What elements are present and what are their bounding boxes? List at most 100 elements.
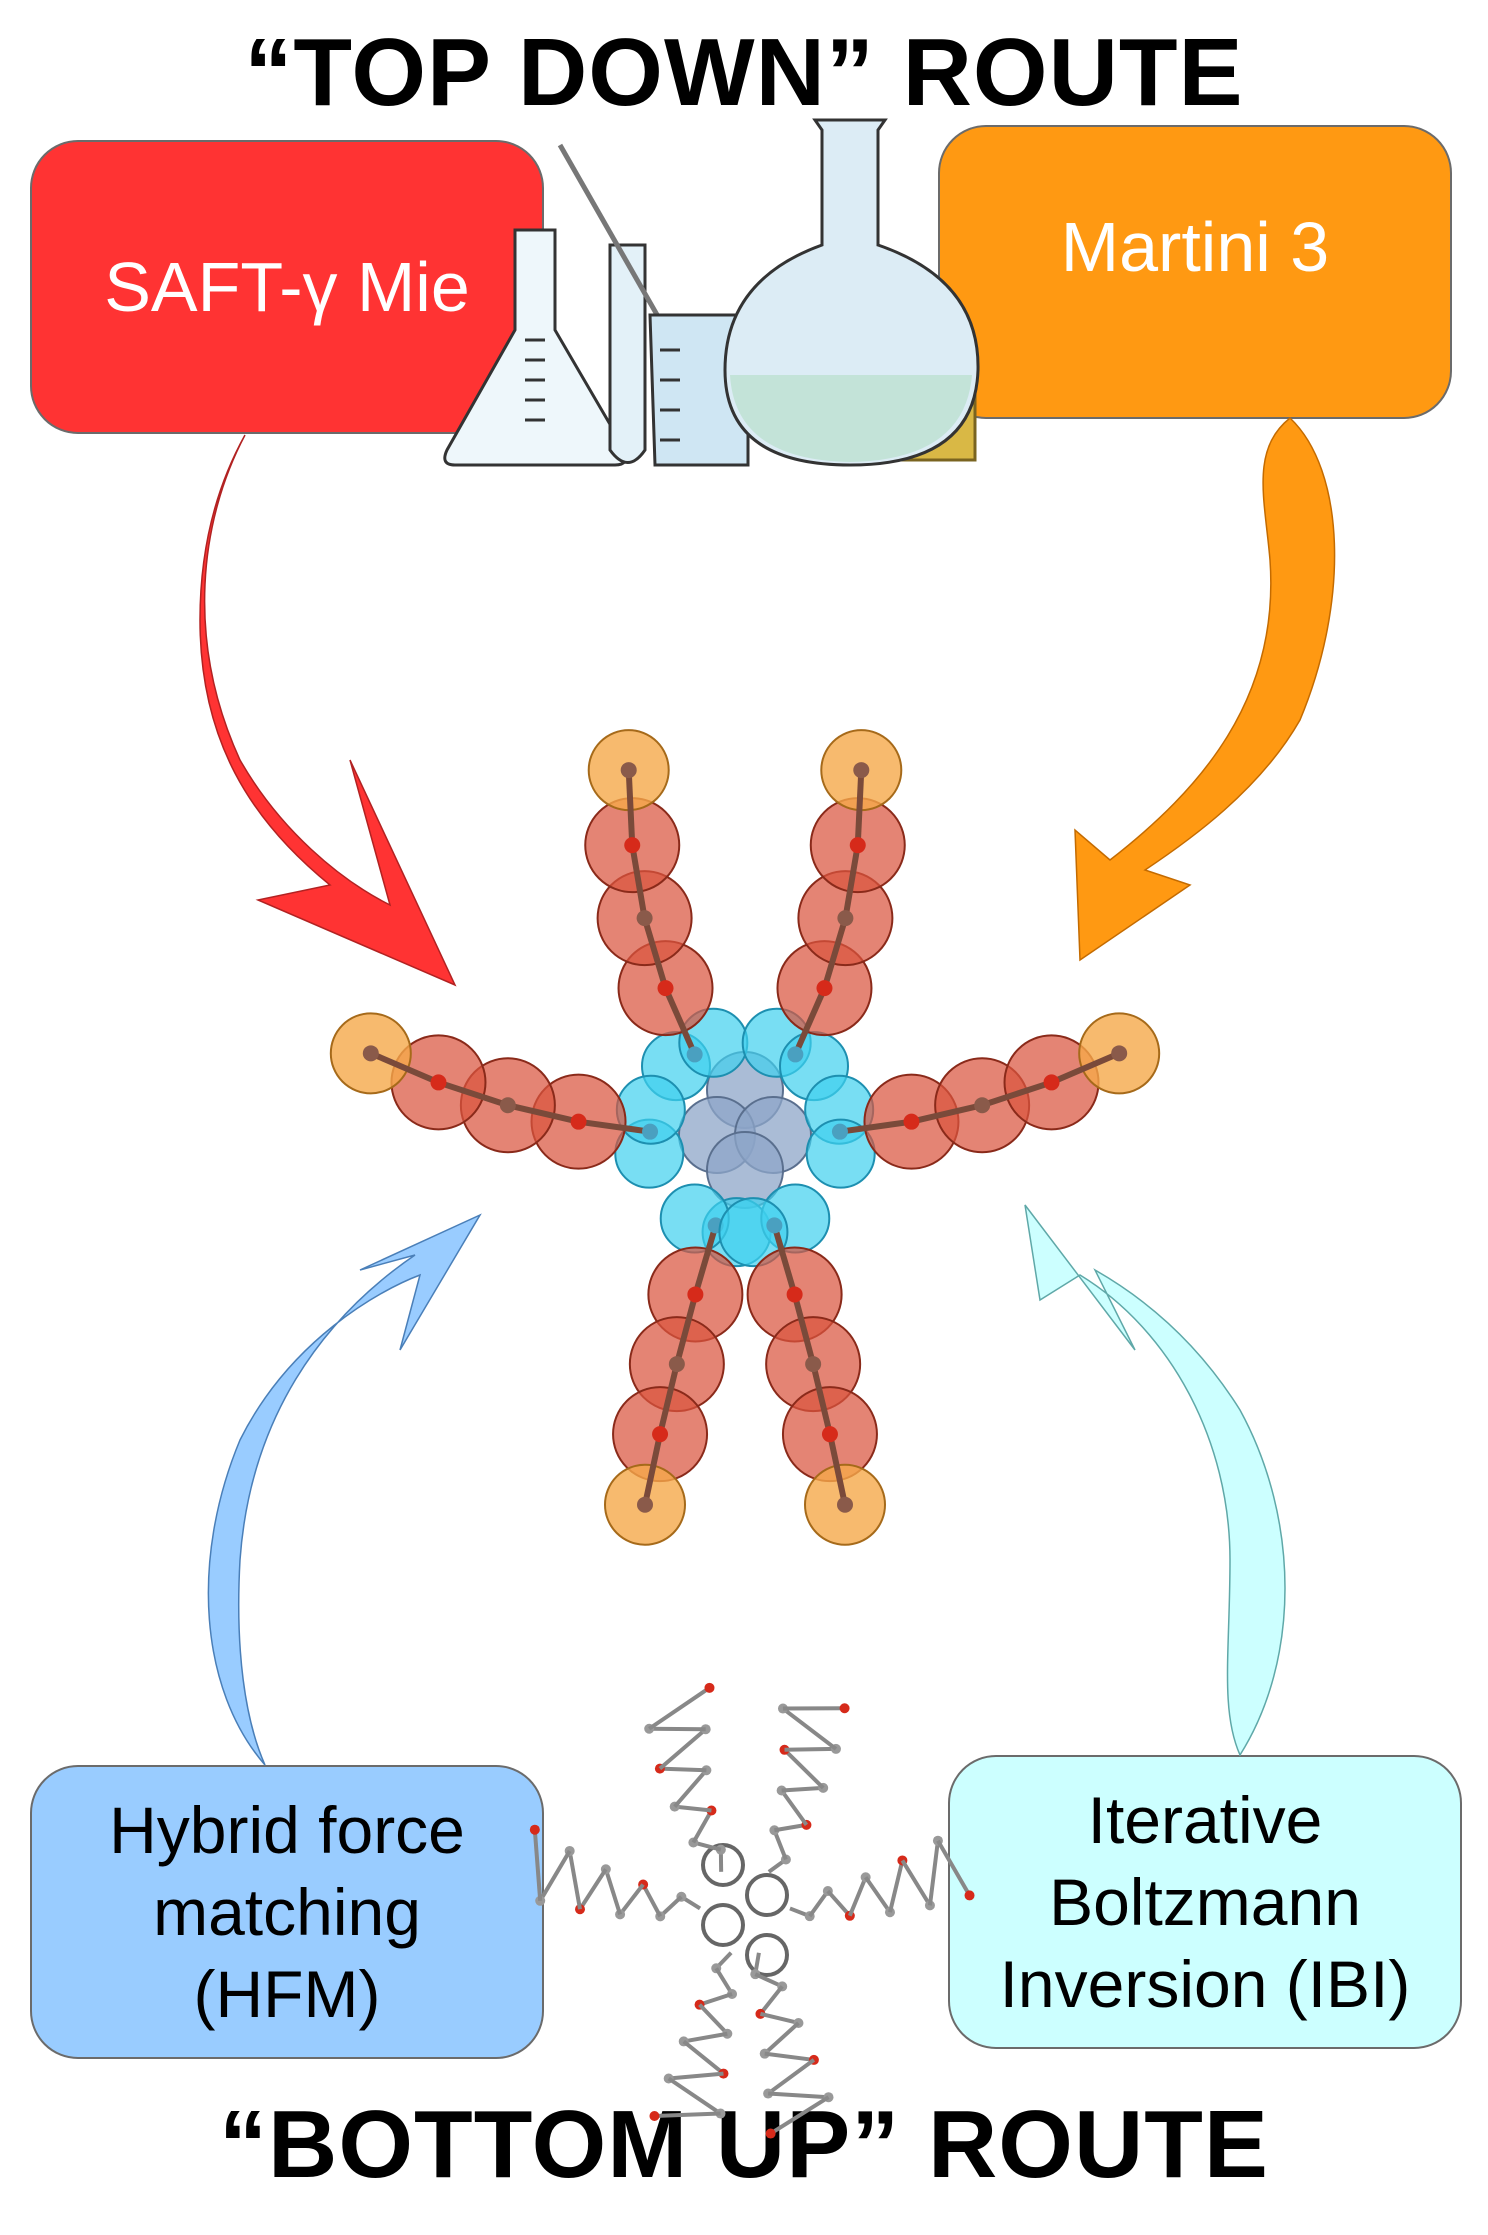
ibi-line-3: Inversion (IBI) xyxy=(999,1947,1411,2021)
aa-bond xyxy=(567,1850,582,1910)
aa-bond xyxy=(763,2021,800,2056)
atom xyxy=(657,980,674,997)
ibi-box: Iterative Boltzmann Inversion (IBI) xyxy=(948,1755,1462,2049)
atom xyxy=(903,1113,920,1130)
atom xyxy=(668,1356,685,1373)
aa-bond xyxy=(888,1859,905,1913)
aa-bond xyxy=(826,1889,852,1918)
aa-atom xyxy=(704,1682,715,1693)
aa-bond xyxy=(781,1785,824,1793)
atom xyxy=(620,762,637,779)
atom xyxy=(816,980,833,997)
atom xyxy=(636,910,653,927)
bond xyxy=(827,1433,848,1506)
hfm-box: Hybrid force matching (HFM) xyxy=(30,1765,544,2059)
bond xyxy=(771,1224,798,1296)
bond xyxy=(437,1079,509,1109)
aa-bond xyxy=(532,1829,543,1901)
martini-3-box: Martini 3 xyxy=(938,125,1452,419)
atom xyxy=(686,1046,703,1063)
aa-ring xyxy=(745,1933,789,1977)
aa-bond xyxy=(766,2058,816,2096)
atom xyxy=(570,1113,587,1130)
aa-bond xyxy=(767,2091,829,2100)
bond xyxy=(1050,1050,1121,1086)
bond xyxy=(791,1293,817,1365)
aa-atom xyxy=(964,1890,975,1901)
aa-bond xyxy=(759,2011,799,2025)
atom xyxy=(636,1496,653,1513)
aa-bond xyxy=(769,2095,830,2136)
bond xyxy=(842,844,861,919)
martini-3-label: Martini 3 xyxy=(1060,208,1330,286)
aa-bond xyxy=(667,2076,722,2116)
aa-bond xyxy=(674,1804,712,1813)
ibi-line-2: Boltzmann xyxy=(1049,1865,1361,1939)
aa-bond xyxy=(691,1809,714,1844)
aa-bond xyxy=(698,1992,733,2007)
atom xyxy=(624,837,641,854)
saft-gamma-mie-box: SAFT-γ Mie xyxy=(30,140,544,434)
hfm-line-3: (HFM) xyxy=(193,1957,381,2031)
cyan-arrow xyxy=(1024,1204,1286,1757)
coarse-grained-molecule xyxy=(329,729,1161,1546)
atom xyxy=(430,1074,447,1091)
aa-bond xyxy=(698,2003,729,2036)
ibi-line-1: Iterative xyxy=(1087,1783,1323,1857)
aa-atom xyxy=(839,1703,850,1714)
aa-bond xyxy=(784,1746,837,1752)
aa-bond xyxy=(603,1868,622,1915)
aa-bond xyxy=(658,1727,708,1771)
bond xyxy=(642,1433,663,1506)
lab-glassware-icon xyxy=(443,118,980,467)
red-arrow xyxy=(199,434,457,987)
aa-ring xyxy=(701,1903,745,1947)
aa-bond xyxy=(936,1839,972,1897)
aa-bond xyxy=(863,1876,892,1914)
atom xyxy=(362,1045,379,1062)
atom xyxy=(837,910,854,927)
aa-bond xyxy=(654,2111,721,2118)
aa-ring xyxy=(701,1843,745,1887)
bond xyxy=(369,1050,440,1086)
bond xyxy=(641,917,669,989)
aa-bond xyxy=(900,1859,932,1907)
atom xyxy=(642,1123,659,1140)
bond xyxy=(910,1102,983,1125)
bond xyxy=(981,1079,1053,1109)
hfm-line-2: matching xyxy=(153,1875,421,1949)
atom xyxy=(1111,1045,1128,1062)
orange-arrow xyxy=(1074,417,1336,962)
atom xyxy=(766,1217,783,1234)
atom xyxy=(831,1123,848,1140)
atom xyxy=(821,1426,838,1443)
atom xyxy=(787,1046,804,1063)
atom xyxy=(687,1286,704,1303)
blue-arrow xyxy=(207,1213,482,1766)
atom xyxy=(974,1097,991,1114)
saft-gamma-mie-label: SAFT-γ Mie xyxy=(104,248,470,326)
aa-bond xyxy=(683,2031,728,2044)
aa-bond xyxy=(673,1768,708,1808)
aa-bond xyxy=(772,1829,788,1861)
bond xyxy=(578,1118,651,1135)
aa-ring xyxy=(745,1873,789,1917)
aa-bond xyxy=(682,2039,725,2076)
aa-bond xyxy=(648,1686,711,1731)
all-atom-molecule xyxy=(529,1682,975,2139)
bond xyxy=(821,917,849,989)
bond xyxy=(662,986,698,1056)
aa-bond xyxy=(714,1967,734,1996)
bond xyxy=(792,986,828,1056)
bond xyxy=(507,1102,580,1125)
aa-atom xyxy=(649,2110,660,2121)
bond xyxy=(854,769,865,846)
aa-bond xyxy=(659,1766,707,1773)
aa-atom xyxy=(765,2128,776,2139)
atom xyxy=(805,1356,822,1373)
aa-bond xyxy=(927,1840,940,1906)
atom xyxy=(786,1286,803,1303)
bottom-up-title: “BOTTOM UP” ROUTE xyxy=(219,2091,1269,2198)
bond xyxy=(673,1293,699,1365)
